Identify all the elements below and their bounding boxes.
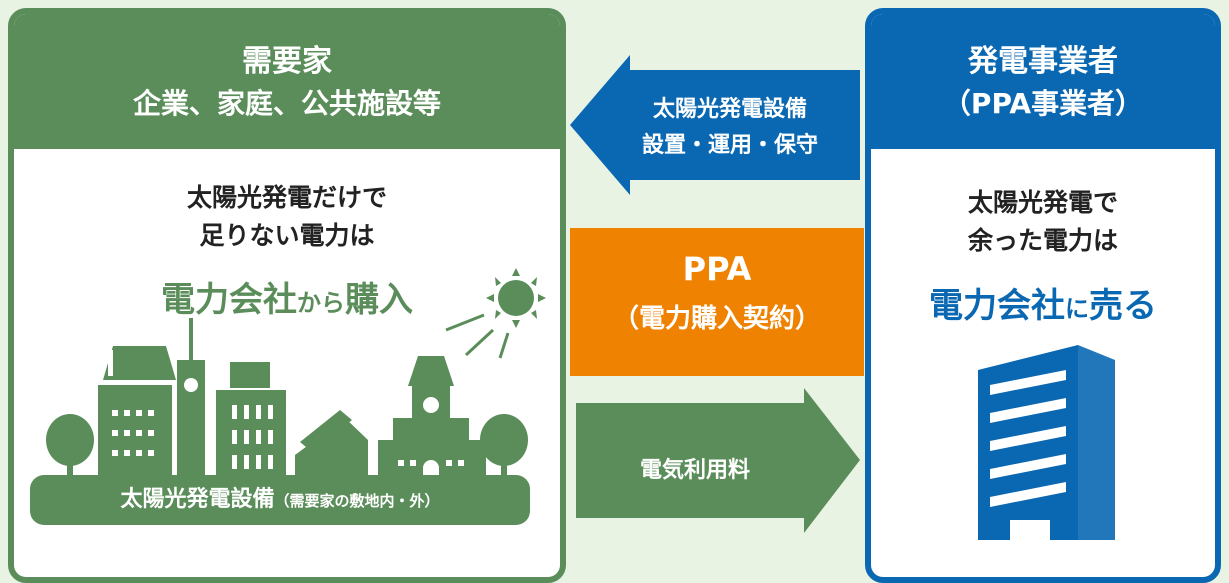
consumer-highlight: 電力会社から購入: [14, 272, 560, 321]
solar-facility-label-main: 太陽光発電設備: [120, 487, 275, 512]
service-arrow-line1: 太陽光発電設備: [652, 97, 807, 122]
consumer-header: 需要家 企業、家庭、公共施設等: [14, 14, 560, 149]
fee-arrow-label: 電気利用料: [639, 458, 750, 483]
service-arrow-line2: 設置・運用・保守: [641, 133, 818, 158]
provider-message-line1: 太陽光発電で: [967, 188, 1118, 217]
provider-message: 太陽光発電で 余った電力は: [871, 184, 1215, 260]
building-icon: [295, 410, 368, 485]
consumer-highlight-company: 電力会社: [161, 280, 297, 320]
provider-highlight: 電力会社に売る: [871, 278, 1215, 327]
building-icon: [98, 346, 176, 485]
tree-icon: [46, 414, 94, 485]
ppa-title: PPA: [682, 250, 752, 288]
service-arrow: [570, 55, 860, 195]
consumer-highlight-action: 購入: [345, 280, 413, 320]
consumer-message-line1: 太陽光発電だけで: [186, 183, 387, 212]
consumer-message: 太陽光発電だけで 足りない電力は: [14, 179, 560, 255]
tree-icon: [480, 414, 528, 485]
solar-facility-label-sub: （需要家の敷地内・外）: [274, 492, 440, 510]
consumer-highlight-particle: から: [297, 289, 345, 317]
fee-arrow: [576, 388, 860, 533]
building-icon: [216, 362, 286, 485]
provider-highlight-particle: に: [1065, 295, 1089, 323]
provider-message-line2: 余った電力は: [967, 226, 1118, 255]
provider-highlight-action: 売る: [1089, 286, 1157, 326]
consumer-message-line2: 足りない電力は: [199, 221, 375, 250]
consumer-subtitle: 企業、家庭、公共施設等: [132, 87, 441, 120]
provider-highlight-company: 電力会社: [929, 286, 1065, 326]
sun-icon: [486, 268, 546, 328]
solar-facility-label: 太陽光発電設備（需要家の敷地内・外）: [30, 475, 530, 525]
service-arrow-label: 太陽光発電設備 設置・運用・保守: [610, 92, 850, 164]
provider-header: 発電事業者 （PPA事業者）: [871, 14, 1215, 149]
ppa-subtitle: （電力購入契約）: [612, 304, 821, 334]
provider-title: 発電事業者: [968, 44, 1118, 79]
provider-subtitle: （PPA事業者）: [942, 87, 1144, 120]
consumer-title: 需要家: [242, 44, 332, 79]
office-building-icon: [978, 345, 1115, 540]
building-icon: [177, 318, 205, 485]
ppa-box: PPA （電力購入契約）: [570, 228, 864, 376]
